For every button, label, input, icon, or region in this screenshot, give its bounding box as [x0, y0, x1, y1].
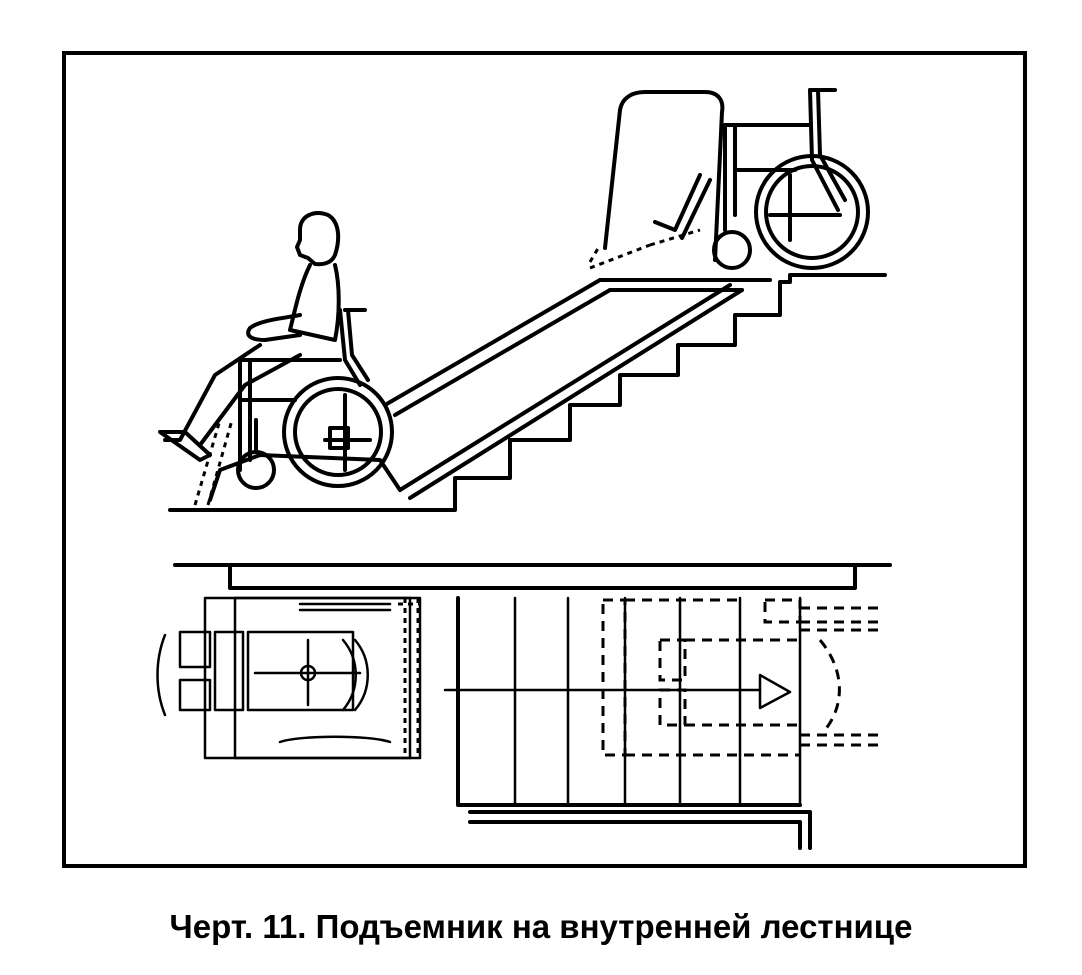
staircase-profile [168, 273, 887, 512]
lift-rail-lower [398, 283, 732, 492]
drawing-frame [62, 51, 1027, 868]
figure-caption: Черт. 11. Подъемник на внутренней лестни… [170, 908, 913, 945]
wheelchair-upper [653, 88, 870, 270]
plan-view [156, 563, 892, 850]
lift-rail-upper-b [393, 288, 612, 417]
wheelchair-lower [236, 308, 394, 490]
upper-lift-cabin [588, 90, 725, 270]
lift-rail-upper [383, 278, 602, 407]
elevation-view [158, 88, 887, 512]
lift-rail-lower-b [408, 288, 744, 500]
person-in-wheelchair [158, 211, 341, 462]
